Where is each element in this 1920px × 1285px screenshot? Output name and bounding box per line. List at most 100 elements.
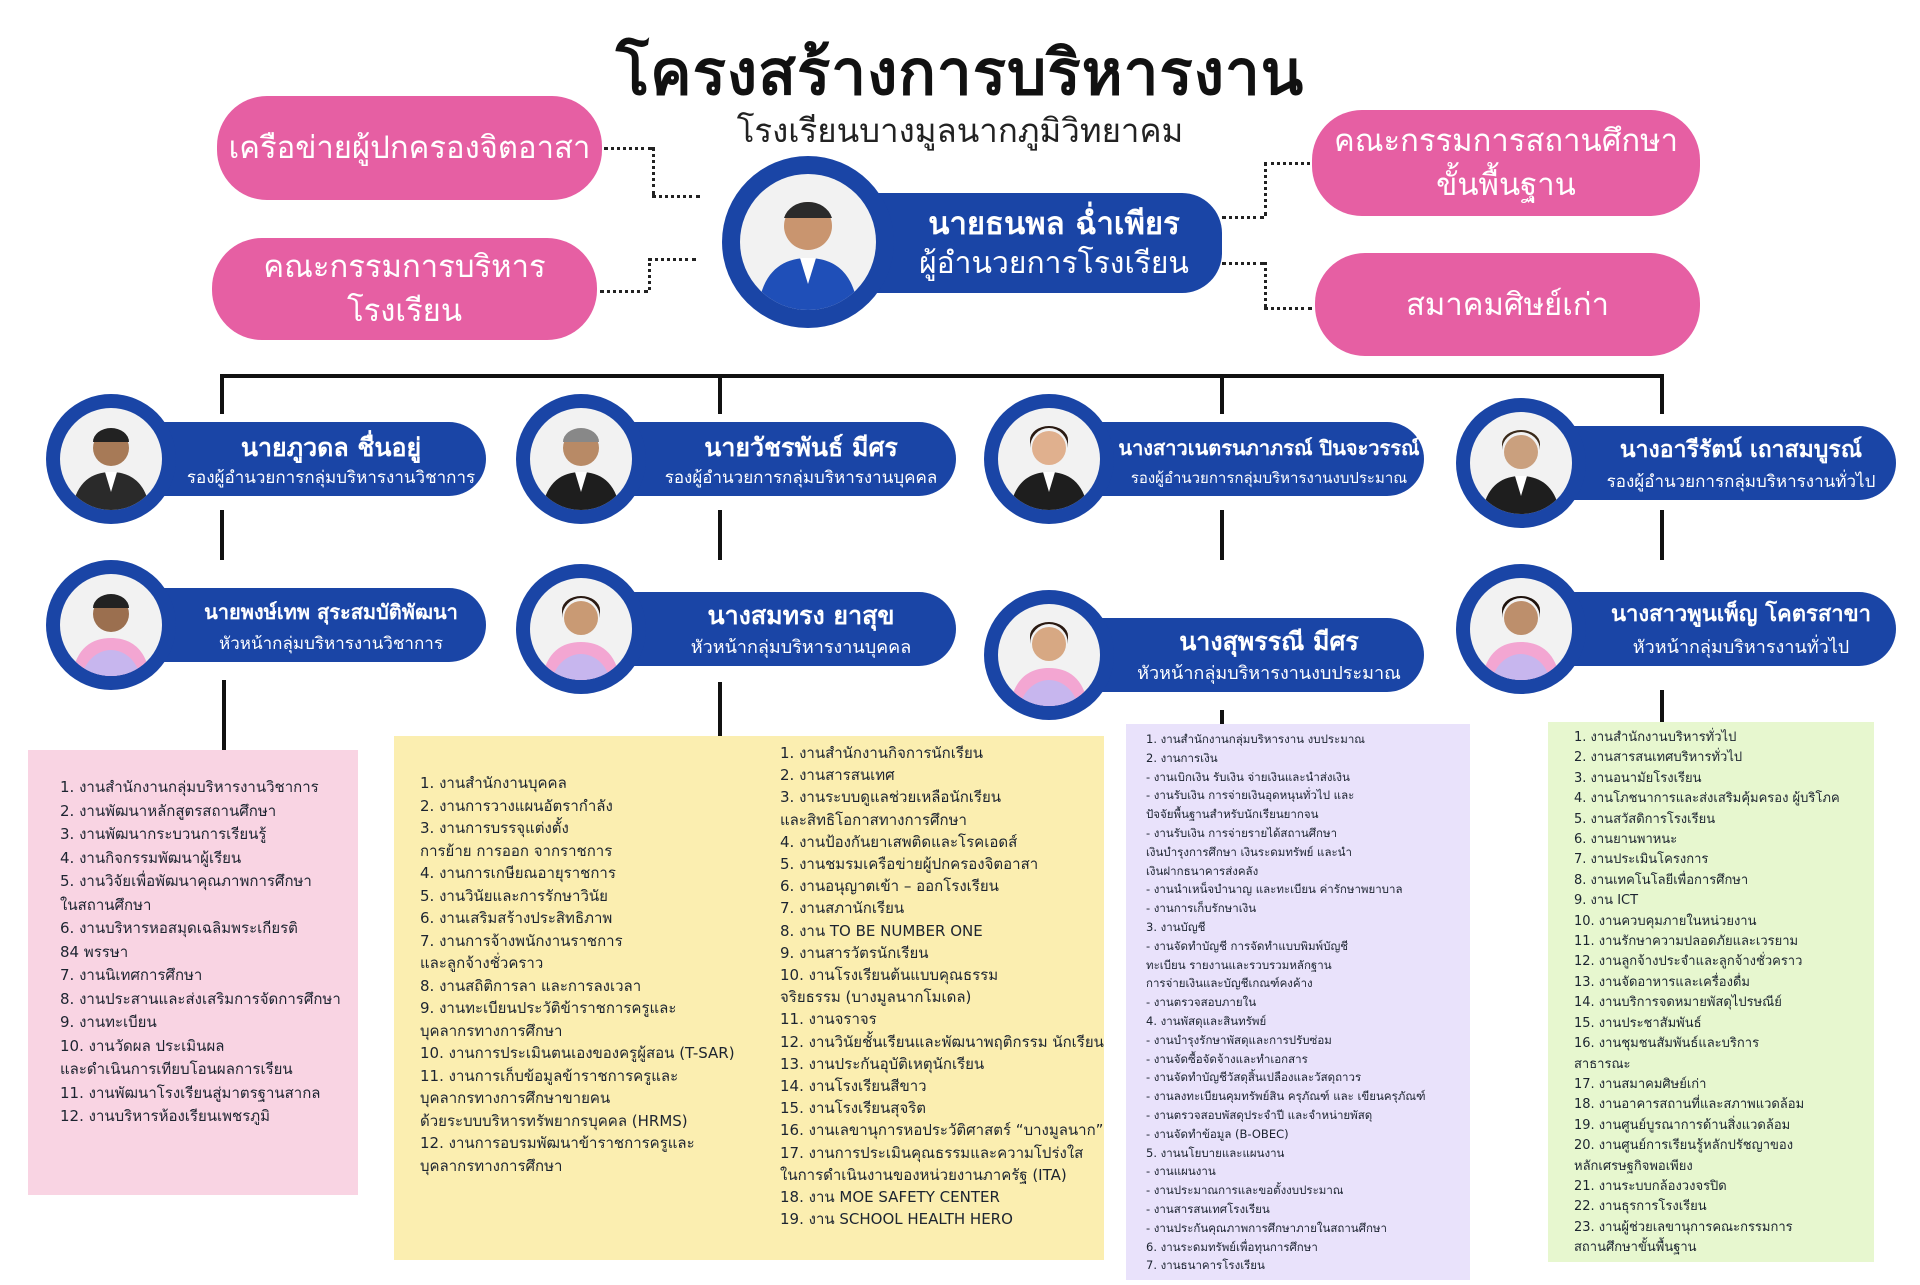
deputy-name: นางสาวเนตรนภาภรณ์ ปินจะวรรณ์	[1118, 436, 1420, 460]
budget-task-item: - งานจัดทำข้อมูล (B-OBEC)	[1146, 1126, 1289, 1141]
budget-task-item: - งานจัดทำบัญชีวัสดุสิ้นเปลืองและวัสดุถา…	[1146, 1070, 1362, 1085]
student-task-item: 13. งานประกันอุบัติเหตุนักเรียน	[780, 1054, 985, 1073]
budget-task-item: 5. งานนโยบายและแผนงาน	[1146, 1145, 1285, 1160]
academic-task-item: 1. งานสำนักงานกลุ่มบริหารงานวิชาการ	[60, 778, 319, 796]
budget-task-item: - งานตรวจสอบภายใน	[1146, 995, 1257, 1010]
director-role: ผู้อำนวยการโรงเรียน	[919, 246, 1189, 281]
personnel-task-item: 11. งานการเก็บข้อมูลข้าราชการครูและ	[420, 1066, 679, 1085]
head-card-personnel: นางสมทรง ยาสุข หัวหน้ากลุ่มบริหารงานบุคค…	[516, 564, 956, 694]
network-board-label-2: ขั้นพื้นฐาน	[1436, 167, 1576, 203]
general-task-item: 6. งานยานพาหนะ	[1574, 832, 1678, 848]
budget-task-item: 7. งานธนาคารโรงเรียน	[1146, 1258, 1265, 1273]
budget-task-item: 1. งานสำนักงานกลุ่มบริหารงาน งบประมาณ	[1146, 732, 1365, 746]
head-role: หัวหน้ากลุ่มบริหารงานงบประมาณ	[1137, 663, 1401, 684]
hierarchy-line	[718, 374, 722, 414]
academic-task-item: 12. งานบริหารห้องเรียนเพชรภูมิ	[60, 1107, 271, 1125]
general-task-item: 14. งานบริการจดหมายพัสดุไปรษณีย์	[1574, 995, 1782, 1011]
general-task-item: 16. งานชุมชนสัมพันธ์และบริการ	[1574, 1036, 1760, 1052]
general-task-item: 19. งานศูนย์บูรณาการด้านสิ่งแวดล้อม	[1574, 1117, 1791, 1133]
general-task-item: สาธารณะ	[1574, 1056, 1631, 1072]
personnel-task-item: 2. งานการวางแผนอัตรากำลัง	[420, 796, 613, 815]
budget-task-item: ทะเบียน รายงานและรวบรวมหลักฐาน	[1146, 957, 1332, 972]
academic-task-item: 9. งานทะเบียน	[60, 1013, 157, 1031]
personnel-task-item: 4. งานการเกษียณอายุราชการ	[420, 864, 616, 882]
connector	[1222, 216, 1264, 219]
head-name: นางสุพรรณี มีศร	[1179, 627, 1359, 656]
general-task-item: 2. งานสารสนเทศบริหารทั่วไป	[1574, 750, 1743, 766]
student-task-list: 1. งานสำนักงานกิจการนักเรียน 2. งานสารสนเ…	[780, 742, 1104, 1230]
hierarchy-line	[1660, 690, 1664, 722]
deputy-role: รองผู้อำนวยการกลุ่มบริหารงานทั่วไป	[1606, 472, 1876, 492]
personnel-task-item: บุคลากรทางการศึกษาขายคน	[420, 1089, 611, 1107]
connector	[1222, 262, 1264, 265]
general-task-item: 10. งานควบคุมภายในหน่วยงาน	[1574, 913, 1757, 929]
budget-task-item: - งานรับเงิน การจ่ายเงินอุดหนุนทั่วไป แล…	[1146, 788, 1355, 803]
person-photo-icon	[998, 408, 1100, 510]
person-photo-icon	[530, 408, 632, 510]
connector	[1264, 262, 1267, 307]
student-task-item: 4. งานป้องกันยาเสพติดและโรคเอดส์	[780, 832, 1018, 851]
academic-task-item: 84 พรรษา	[60, 942, 129, 961]
budget-task-item: - งานประกันคุณภาพการศึกษาภายในสถานศึกษา	[1146, 1220, 1387, 1235]
head-role: หัวหน้ากลุ่มบริหารงานวิชาการ	[219, 634, 443, 654]
student-task-item: 18. งาน MOE SAFETY CENTER	[780, 1188, 1000, 1207]
deputy-name: นายภูวดล ชื่นอยู่	[240, 433, 422, 462]
general-task-item: 8. งานเทคโนโลยีเพื่อการศึกษา	[1574, 872, 1749, 888]
budget-task-item: เงินฝากธนาคารส่งคลัง	[1146, 863, 1259, 878]
budget-task-item: 4. งานพัสดุและสินทรัพย์	[1146, 1013, 1267, 1028]
personnel-task-item: 8. งานสถิติการลา และการลงเวลา	[420, 976, 642, 995]
general-task-item: 22. งานธุรการโรงเรียน	[1574, 1199, 1707, 1215]
student-task-item: 2. งานสารสนเทศ	[780, 766, 895, 785]
academic-task-item: 7. งานนิเทศการศึกษา	[60, 966, 203, 984]
head-role: หัวหน้ากลุ่มบริหารงานบุคคล	[690, 637, 912, 658]
person-photo-icon	[60, 574, 162, 676]
hierarchy-line	[1220, 510, 1224, 560]
personnel-task-item: 9. งานทะเบียนประวัติข้าราชการครูและ	[420, 999, 677, 1017]
budget-task-item: - งานประมาณการและขอตั้งงบประมาณ	[1146, 1183, 1344, 1198]
academic-task-item: 5. งานวิจัยเพื่อพัฒนาคุณภาพการศึกษา	[60, 872, 312, 890]
head-role: หัวหน้ากลุ่มบริหารงานทั่วไป	[1632, 637, 1850, 658]
general-task-item: 12. งานลูกจ้างประจำและลูกจ้างชั่วคราว	[1574, 954, 1803, 970]
head-name: นางสาวพูนเพ็ญ โคตรสาขา	[1610, 602, 1872, 627]
deputy-role: รองผู้อำนวยการกลุ่มบริหารงานบุคคล	[664, 468, 938, 488]
hierarchy-line	[1660, 374, 1664, 414]
student-task-item: 3. งานระบบดูแลช่วยเหลือนักเรียน	[780, 788, 1002, 807]
connector	[652, 147, 655, 195]
hierarchy-line	[222, 680, 226, 750]
head-name: นางสมทรง ยาสุข	[707, 601, 895, 630]
hierarchy-line	[220, 510, 224, 560]
hierarchy-line	[220, 374, 224, 414]
personnel-task-item: บุคลากรทางการศึกษา	[420, 1021, 563, 1040]
student-task-item: 15. งานโรงเรียนสุจริต	[780, 1099, 927, 1118]
student-task-item: 14. งานโรงเรียนสีขาว	[780, 1077, 927, 1096]
student-task-item: 10. งานโรงเรียนต้นแบบคุณธรรม	[780, 966, 999, 985]
student-task-item: 1. งานสำนักงานกิจการนักเรียน	[780, 744, 983, 762]
budget-task-item: - งานนำเหน็จบำนาญ และทะเบียน ค่ารักษาพยา…	[1146, 882, 1403, 897]
general-task-item: 18. งานอาคารสถานที่และสภาพแวดล้อม	[1574, 1097, 1805, 1113]
student-task-item: 12. งานวินัยชั้นเรียนและพัฒนาพฤติกรรม นั…	[780, 1032, 1104, 1051]
deputy-card-personnel: นายวัชรพันธ์ มีศร รองผู้อำนวยการกลุ่มบริ…	[516, 394, 956, 524]
network-board-label-1: คณะกรรมการสถานศึกษา	[1333, 123, 1679, 159]
head-card-budget: นางสุพรรณี มีศร หัวหน้ากลุ่มบริหารงานงบป…	[984, 590, 1424, 720]
general-task-item: 7. งานประเมินโครงการ	[1574, 852, 1709, 868]
budget-task-item: - งานสารสนเทศโรงเรียน	[1146, 1201, 1270, 1216]
general-task-item: 13. งานจัดอาหารและเครื่องดื่ม	[1574, 974, 1750, 990]
deputy-card-academic: นายภูวดล ชื่นอยู่ รองผู้อำนวยการกลุ่มบริ…	[46, 394, 486, 524]
budget-task-item: - งานเบิกเงิน รับเงิน จ่ายเงินและนำส่งเง…	[1146, 769, 1350, 784]
budget-task-item: ปัจจัยพื้นฐานสำหรับนักเรียนยากจน	[1146, 807, 1319, 822]
hierarchy-line	[718, 682, 722, 736]
hierarchy-line	[1660, 510, 1664, 560]
general-task-item: 23. งานผู้ช่วยเลขานุการคณะกรรมการ	[1574, 1219, 1793, 1235]
head-card-general: นางสาวพูนเพ็ญ โคตรสาขา หัวหน้ากลุ่มบริหา…	[1456, 564, 1896, 694]
page-title: โครงสร้างการบริหารงาน	[615, 36, 1305, 109]
academic-task-item: 3. งานพัฒนากระบวนการเรียนรู้	[60, 825, 267, 843]
academic-task-item: 11. งานพัฒนาโรงเรียนสู่มาตรฐานสากล	[60, 1083, 321, 1102]
general-task-item: 4. งานโภชนาการและส่งเสริมคุ้มครอง ผู้บริ…	[1574, 791, 1840, 807]
deputy-role: รองผู้อำนวยการกลุ่มบริหารงานงบประมาณ	[1130, 469, 1408, 487]
